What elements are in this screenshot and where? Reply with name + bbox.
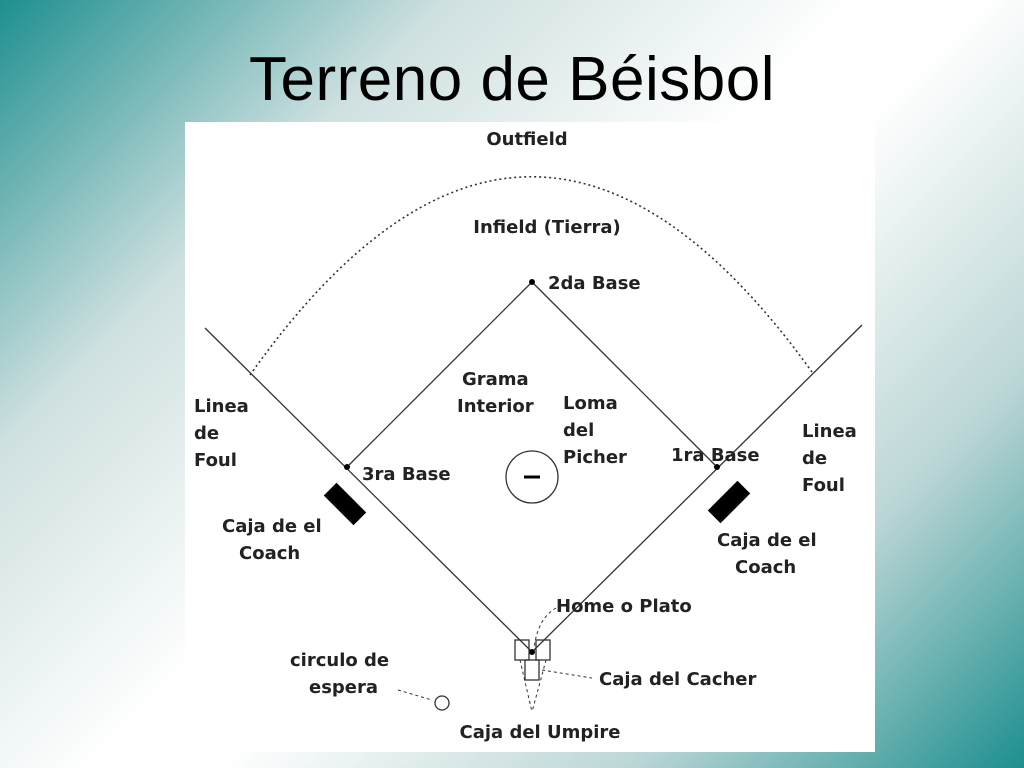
label-catcher-box: Caja del Cacher <box>599 669 757 690</box>
baseline-3b-2b <box>346 281 533 468</box>
first-base-marker <box>714 464 720 470</box>
foul-line-left <box>204 327 533 653</box>
label-mound-1: Loma <box>563 393 618 414</box>
label-foul-left-3: Foul <box>194 450 237 471</box>
label-coach-left-2: Coach <box>239 543 300 564</box>
label-mound-2: del <box>563 420 594 441</box>
label-foul-right-1: Linea <box>802 421 857 442</box>
label-grass-2: Interior <box>457 396 534 417</box>
label-foul-right-3: Foul <box>802 475 845 496</box>
outfield-arc <box>249 176 813 376</box>
label-umpire-box: Caja del Umpire <box>460 722 621 743</box>
label-first-base: 1ra Base <box>671 445 760 466</box>
pitcher-mound <box>505 450 559 504</box>
label-coach-right-2: Coach <box>735 557 796 578</box>
label-grass-1: Grama <box>462 369 529 390</box>
umpire-box-right <box>531 659 547 713</box>
label-second-base: 2da Base <box>548 273 641 294</box>
batter-box-left <box>514 639 530 661</box>
label-mound-3: Picher <box>563 447 627 468</box>
slide-title: Terreno de Béisbol <box>249 45 775 114</box>
coach-box-right <box>707 480 751 524</box>
label-foul-left-1: Linea <box>194 396 249 417</box>
label-infield: Infield (Tierra) <box>473 217 620 238</box>
baseline-2b-1b <box>531 281 718 468</box>
coach-box-left <box>323 482 367 526</box>
pointer-catcher <box>541 669 593 679</box>
label-coach-left-1: Caja de el <box>222 516 322 537</box>
pointer-on-deck <box>397 689 433 701</box>
label-on-deck-2: espera <box>309 677 378 698</box>
home-plate-marker <box>529 649 535 655</box>
label-foul-left-2: de <box>194 423 219 444</box>
label-foul-right-2: de <box>802 448 827 469</box>
label-third-base: 3ra Base <box>362 464 451 485</box>
umpire-box-left <box>519 659 533 713</box>
diagram-background <box>185 122 875 752</box>
on-deck-circle <box>434 695 450 711</box>
third-base-marker <box>344 464 350 470</box>
label-coach-right-1: Caja de el <box>717 530 817 551</box>
foul-line-right <box>531 324 863 653</box>
second-base-marker <box>529 279 535 285</box>
pointer-home <box>533 607 557 649</box>
label-on-deck-1: circulo de <box>290 650 389 671</box>
catcher-box <box>524 659 540 681</box>
label-home: Home o Plato <box>556 596 692 617</box>
batter-box-right <box>535 639 551 661</box>
label-outfield: Outfield <box>486 129 567 150</box>
